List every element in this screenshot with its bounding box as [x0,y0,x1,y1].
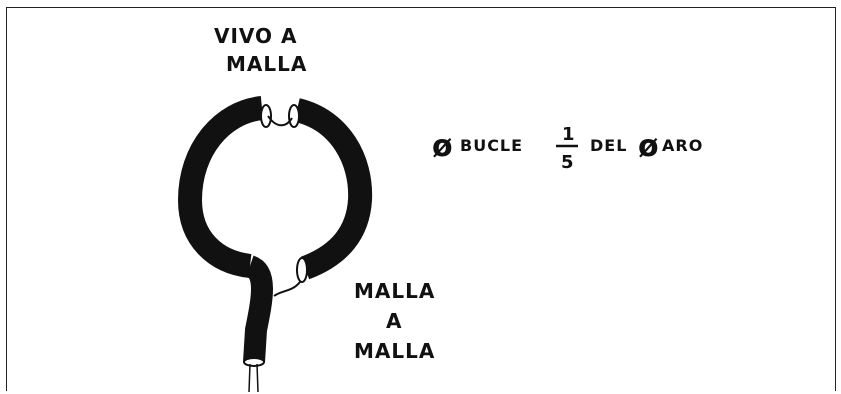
shield-link [273,281,301,297]
formula-word-bucle: BUCLE [460,136,523,155]
fraction-denominator: 5 [561,152,575,173]
diameter-symbol-2: ø [638,129,660,164]
label-bottom-line1: MALLA [354,279,435,303]
cable-end-lower-right [296,257,308,283]
center-conductor-link [267,115,293,127]
feed-wire-2 [256,363,259,393]
formula-word-aro: ARO [662,136,703,155]
feed-cable-end [243,357,265,367]
feed-wire-1 [248,363,251,393]
diagram-frame [6,7,836,391]
diameter-symbol-1: ø [432,129,454,164]
coax-loop-right [293,98,373,280]
feed-cable [243,255,273,363]
label-bottom-line3: MALLA [354,339,435,363]
fraction-numerator: 1 [562,124,576,145]
label-top-line1: VIVO A [214,24,298,48]
label-top-line2: MALLA [226,52,307,76]
cable-end-right [288,104,300,128]
label-bottom-line2: A [386,309,402,333]
coax-loop [177,96,264,278]
cable-end-left [260,104,272,128]
formula-word-del: DEL [590,136,627,155]
